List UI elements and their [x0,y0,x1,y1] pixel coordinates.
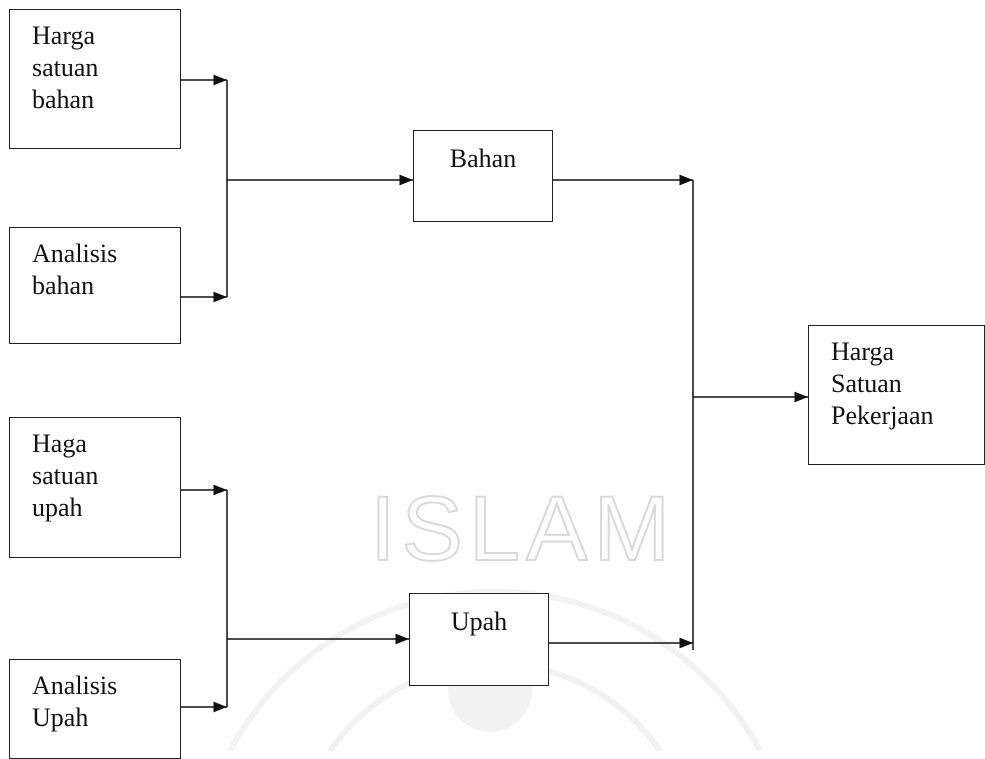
node-upah: Upah [409,593,549,686]
node-analisis-bahan: Analisis bahan [9,227,181,344]
watermark-text: ISLAM [370,478,676,580]
node-analisis-upah: Analisis Upah [9,659,181,759]
node-haga-satuan-upah: Haga satuan upah [9,417,181,558]
node-bahan: Bahan [413,130,553,222]
node-harga-satuan-bahan: Harga satuan bahan [9,9,181,149]
node-harga-satuan-pekerjaan: Harga Satuan Pekerjaan [808,325,985,465]
